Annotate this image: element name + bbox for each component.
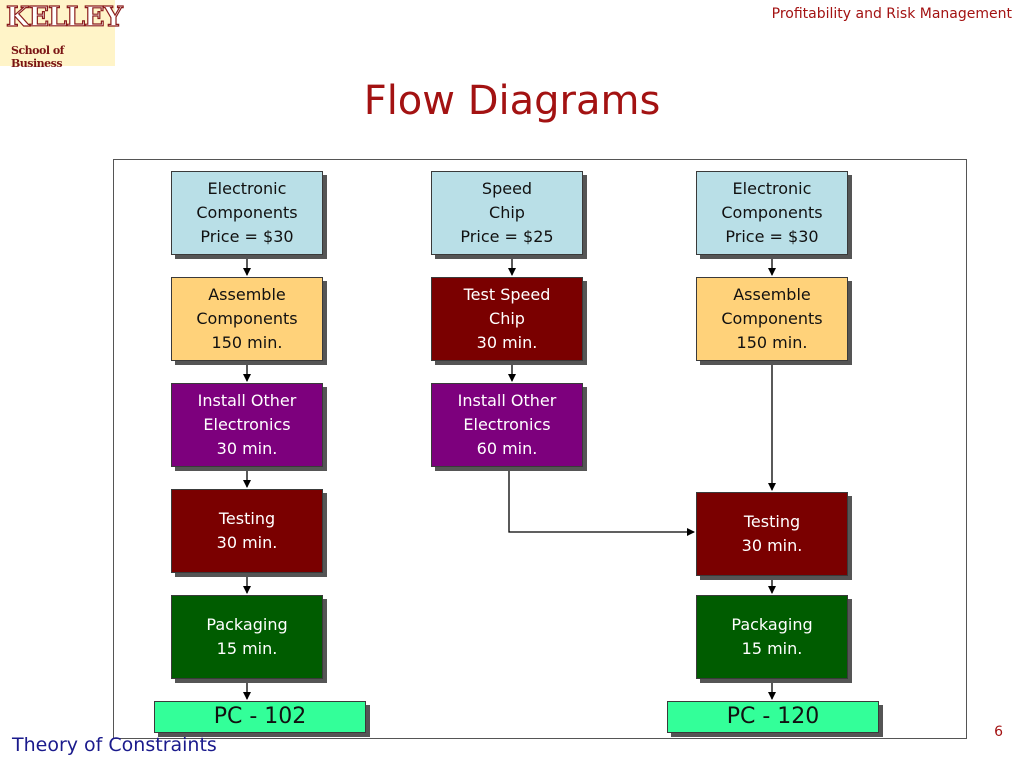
- right-packaging-box: Packaging 15 min.: [696, 595, 848, 679]
- left-product-box: PC - 102: [154, 701, 366, 733]
- footer-topic: Theory of Constraints: [12, 734, 217, 756]
- middle-test-box: Test Speed Chip 30 min.: [431, 277, 583, 361]
- logo-wordmark: KELLEY: [5, 1, 123, 33]
- course-title: Profitability and Risk Management: [771, 6, 1012, 22]
- arrow-middle-to-testing: [508, 467, 695, 536]
- slide-title: Flow Diagrams: [363, 78, 661, 124]
- right-testing-box: Testing 30 min.: [696, 492, 848, 576]
- left-install-box: Install Other Electronics 30 min.: [171, 383, 323, 467]
- logo-subtitle: School of Business: [11, 44, 64, 70]
- left-testing-box: Testing 30 min.: [171, 489, 323, 573]
- left-packaging-box: Packaging 15 min.: [171, 595, 323, 679]
- middle-input-box: Speed Chip Price = $25: [431, 171, 583, 255]
- left-assemble-box: Assemble Components 150 min.: [171, 277, 323, 361]
- right-assemble-box: Assemble Components 150 min.: [696, 277, 848, 361]
- page-number: 6: [994, 724, 1003, 740]
- middle-install-box: Install Other Electronics 60 min.: [431, 383, 583, 467]
- right-input-box: Electronic Components Price = $30: [696, 171, 848, 255]
- right-product-box: PC - 120: [667, 701, 879, 733]
- kelley-logo: KELLEY School of Business: [0, 0, 123, 70]
- left-input-box: Electronic Components Price = $30: [171, 171, 323, 255]
